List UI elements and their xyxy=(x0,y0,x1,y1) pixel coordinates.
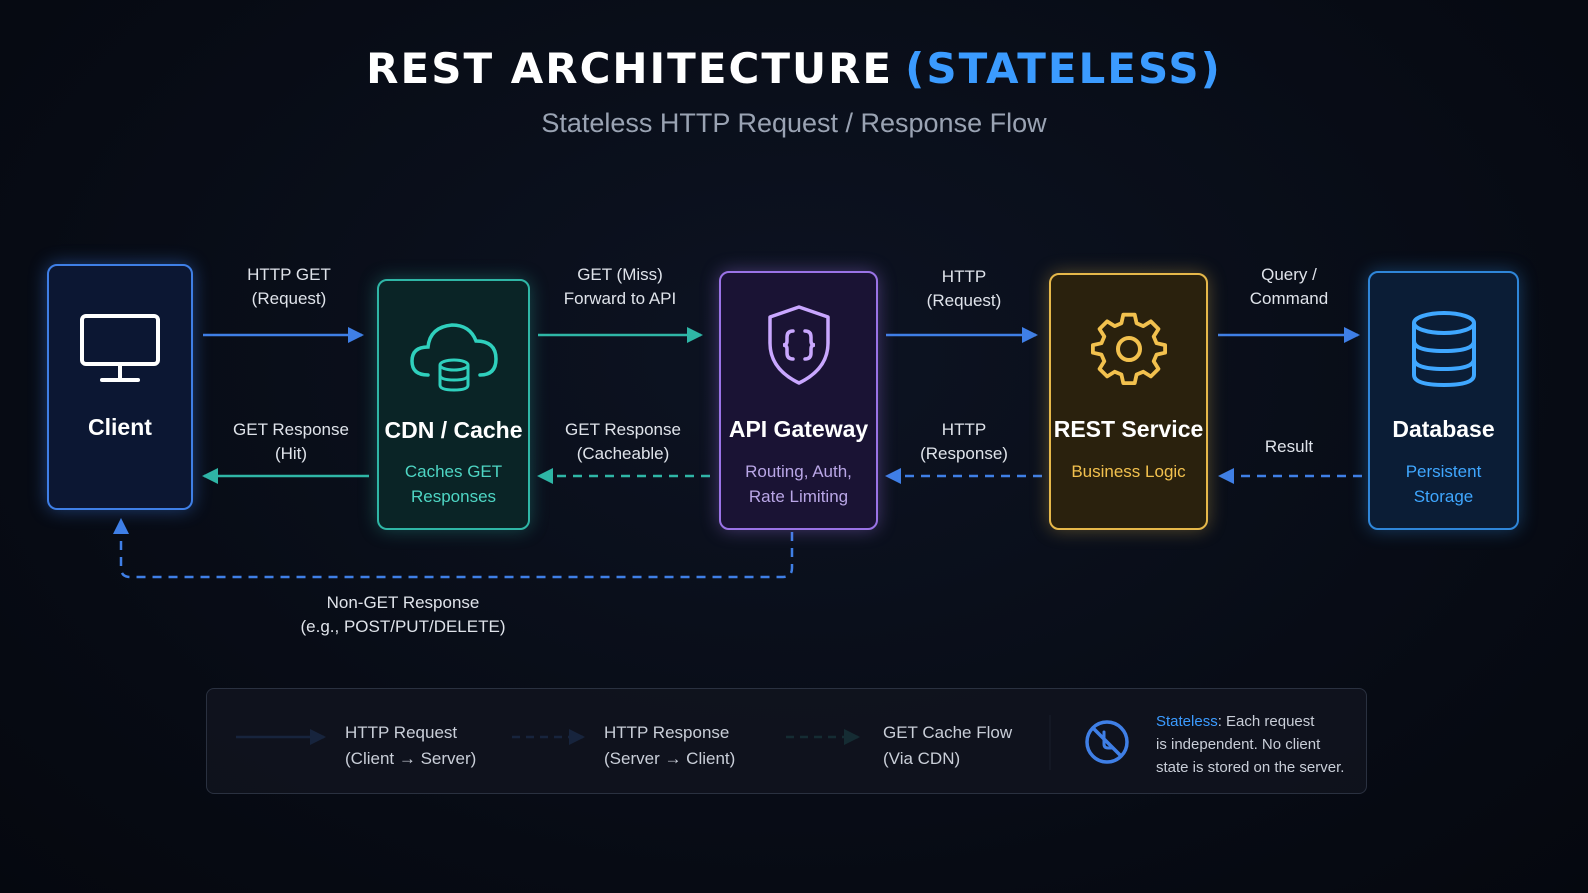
label-line: Non-GET Response xyxy=(326,593,480,612)
legend-stateless-line-3: state is stored on the server. xyxy=(1156,759,1345,776)
node-db-desc-2: Storage xyxy=(1413,487,1474,506)
label-cdn-gateway-request: GET (Miss) Forward to API xyxy=(535,263,705,311)
page-subtitle: Stateless HTTP Request / Response Flow xyxy=(541,108,1047,138)
legend-line: HTTP Response xyxy=(604,723,730,742)
legend-stateless-note: Stateless: Each request is independent. … xyxy=(1156,710,1344,779)
label-line: (e.g., POST/PUT/DELETE) xyxy=(300,617,506,636)
legend-stateless-line-2: is independent. No client xyxy=(1156,736,1321,753)
node-rest-desc: Business Logic xyxy=(1071,462,1186,481)
node-rest-name: REST Service xyxy=(1053,416,1204,442)
node-database: Database Persistent Storage xyxy=(1368,271,1519,530)
node-client-name: Client xyxy=(88,414,152,440)
label-line: (Request) xyxy=(251,289,327,308)
label-gateway-rest-request: HTTP (Request) xyxy=(884,265,1044,313)
legend-line: GET Cache Flow xyxy=(883,723,1013,742)
legend xyxy=(206,688,1367,794)
label-rest-db-request: Query / Command xyxy=(1209,263,1369,311)
no-state-icon xyxy=(1085,720,1129,764)
label-client-cdn-request: HTTP GET (Request) xyxy=(209,263,369,311)
legend-stateless-highlight: Stateless xyxy=(1156,713,1218,730)
label-line: Command xyxy=(1249,289,1329,308)
node-cdn-desc-2: Responses xyxy=(410,487,497,506)
node-cdn-name: CDN / Cache xyxy=(384,417,523,443)
shield-braces-icon xyxy=(767,305,830,385)
legend-line: (Server → Client) xyxy=(604,749,736,768)
node-gateway-desc-1: Routing, Auth, xyxy=(745,462,852,481)
legend-line: (Client → Server) xyxy=(345,749,477,768)
label-line: (Response) xyxy=(920,444,1008,463)
label-gateway-client-nonget: Non-GET Response (e.g., POST/PUT/DELETE) xyxy=(273,591,533,639)
label-line: HTTP xyxy=(941,420,987,439)
node-client: Client xyxy=(47,264,193,510)
title-main: REST ARCHITECTURE xyxy=(366,44,894,93)
legend-cache-label: GET Cache Flow (Via CDN) xyxy=(883,720,1012,772)
label-line: Result xyxy=(1264,437,1314,456)
node-db-name: Database xyxy=(1392,416,1495,442)
node-cdn-desc-1: Caches GET xyxy=(404,462,503,481)
database-icon xyxy=(1411,311,1476,388)
legend-line: HTTP Request xyxy=(345,723,458,742)
node-cdn: CDN / Cache Caches GET Responses xyxy=(377,279,530,530)
label-line: GET (Miss) xyxy=(577,265,663,284)
title-accent: (STATELESS) xyxy=(905,44,1222,93)
node-gateway-name: API Gateway xyxy=(728,416,869,442)
cloud-database-icon xyxy=(409,323,498,392)
label-line: (Request) xyxy=(926,291,1002,310)
monitor-icon xyxy=(80,314,160,382)
arrow-gateway-client-nonget xyxy=(113,518,794,579)
label-rest-gateway-response: HTTP (Response) xyxy=(884,418,1044,466)
label-line: HTTP xyxy=(941,267,987,286)
label-line: HTTP GET xyxy=(247,265,331,284)
page-title: REST ARCHITECTURE(STATELESS) xyxy=(0,44,1588,93)
label-line: Forward to API xyxy=(563,289,677,308)
label-db-rest-response: Result xyxy=(1209,435,1369,459)
label-line: (Hit) xyxy=(274,444,308,463)
label-cdn-client-response: GET Response (Hit) xyxy=(211,418,371,466)
node-api-gateway: API Gateway Routing, Auth, Rate Limiting xyxy=(719,271,878,530)
legend-request-label: HTTP Request (Client → Server) xyxy=(345,720,476,772)
legend-stateless-text-1: : Each request xyxy=(1217,713,1315,730)
label-line: GET Response xyxy=(233,420,349,439)
node-rest-service: REST Service Business Logic xyxy=(1049,273,1208,530)
label-line: Query / xyxy=(1261,265,1317,284)
legend-response-label: HTTP Response (Server → Client) xyxy=(604,720,735,772)
node-db-desc-1: Persistent xyxy=(1405,462,1482,481)
label-line: (Cacheable) xyxy=(576,444,670,463)
legend-stateless-line-1: Stateless: Each request xyxy=(1156,710,1344,733)
gear-icon xyxy=(1090,312,1167,386)
node-gateway-desc-2: Rate Limiting xyxy=(748,487,849,506)
legend-line: (Via CDN) xyxy=(883,749,961,768)
label-line: GET Response xyxy=(565,420,681,439)
label-gateway-cdn-response: GET Response (Cacheable) xyxy=(543,418,703,466)
